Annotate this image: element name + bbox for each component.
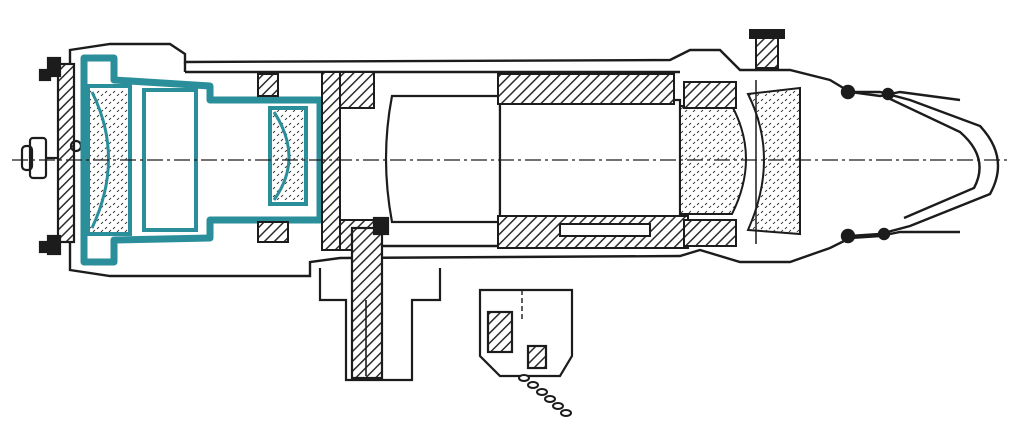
- illumination-housing: [478, 288, 574, 378]
- objective-lens-assembly: [80, 54, 324, 266]
- rear-end-cap: [20, 56, 83, 256]
- erector-lens-body: [384, 94, 682, 224]
- eyepiece-lens-group: [679, 80, 801, 247]
- erector-sleeves: [497, 73, 689, 249]
- eyepiece-hood: [840, 84, 1000, 244]
- lower-mount-bracket: [318, 216, 442, 382]
- focus-collar: [257, 71, 375, 251]
- eyepiece-adjust-screw: [749, 29, 785, 69]
- cap-chain: [518, 374, 572, 417]
